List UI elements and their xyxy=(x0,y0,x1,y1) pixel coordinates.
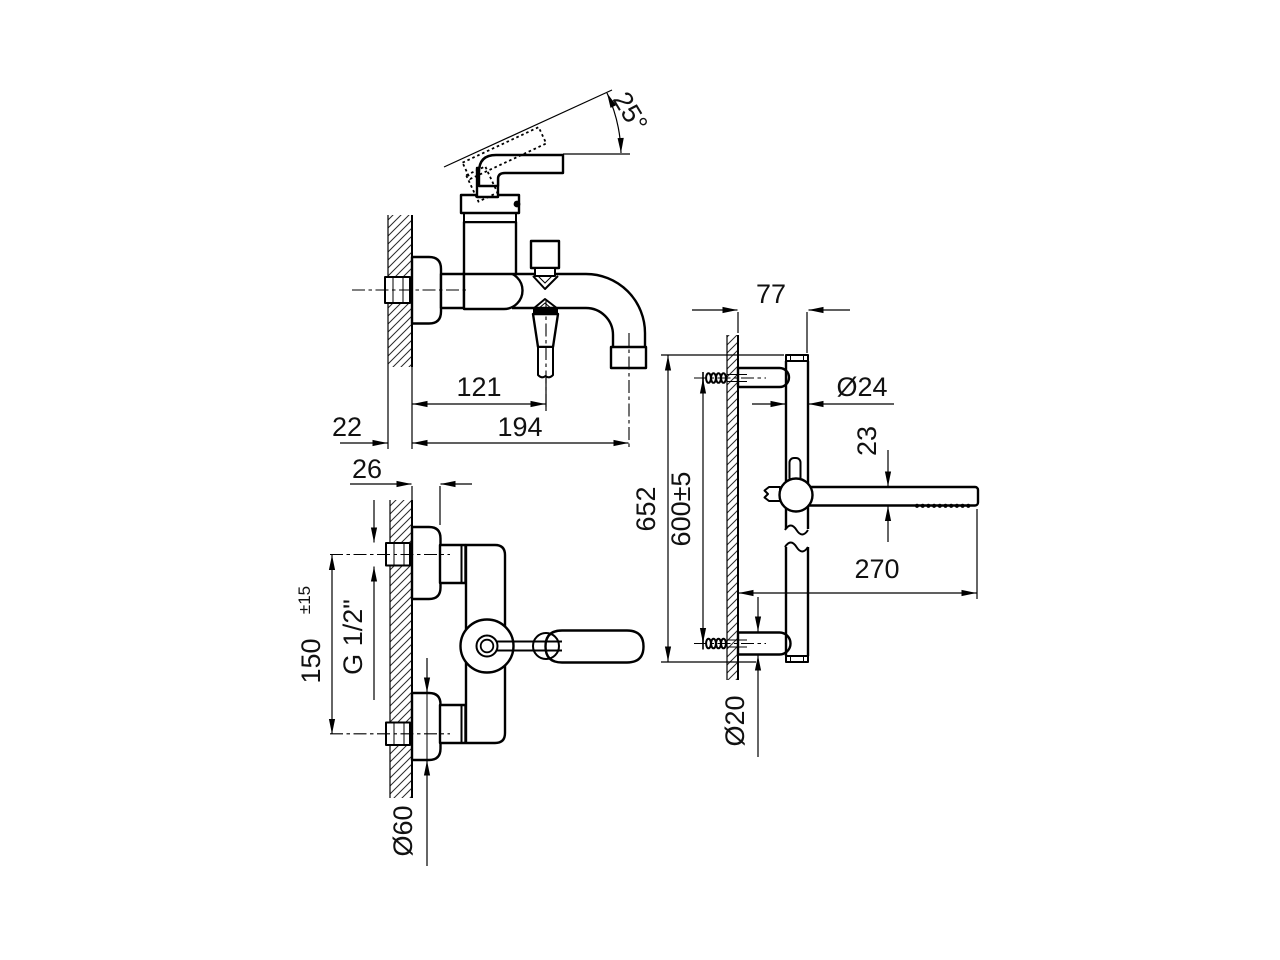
escutcheon-bottom xyxy=(410,691,442,762)
angle-line xyxy=(443,89,613,168)
angle-arc xyxy=(606,92,624,154)
dim-inlet-centers: 150 xyxy=(296,638,326,683)
wall-screw-bottom xyxy=(694,637,766,650)
handshower-body xyxy=(798,485,980,507)
diverter-knob xyxy=(529,239,561,270)
dim-flange-diameter: Ø60 xyxy=(388,805,418,856)
dim-bracket-projection: 77 xyxy=(756,279,786,309)
dim-handshower-diameter: 23 xyxy=(852,426,882,456)
slide-rail xyxy=(784,354,810,663)
dim-body-offset: 26 xyxy=(352,454,382,484)
rail-break-lower xyxy=(784,541,809,553)
diverter-cone-lower xyxy=(532,298,559,310)
dim-inlet-centers-tolerance: ±15 xyxy=(295,586,314,614)
limiter-button xyxy=(513,200,521,208)
dim-fixing-centers: 600±5 xyxy=(666,472,696,547)
handle-raised-phantom xyxy=(461,125,548,203)
dim-bar-diameter: Ø24 xyxy=(836,372,887,402)
cartridge-ring xyxy=(475,634,499,658)
handshower-spray-holes xyxy=(914,503,971,508)
diverter-cone-lower-inner xyxy=(537,302,553,310)
escutcheon-top xyxy=(410,525,442,601)
dim-bracket-diameter: Ø20 xyxy=(720,695,750,746)
dim-wall-thickness: 22 xyxy=(332,412,362,442)
front-view-bath-mixer: 26 150 ±15 G 1/2" Ø60 xyxy=(295,454,645,866)
wall-hatch xyxy=(727,335,738,680)
bracket-arm-top xyxy=(736,366,791,389)
wall-screw-top xyxy=(694,372,766,384)
handle-lever xyxy=(477,153,565,188)
slider-clamp xyxy=(763,486,781,502)
rail-break-upper xyxy=(784,524,809,536)
handle-grip-front xyxy=(544,629,645,664)
spout-outer-curve xyxy=(585,272,647,347)
valve-body xyxy=(462,270,524,311)
column-ring xyxy=(463,212,517,223)
dim-handle-angle: 25° xyxy=(607,87,654,137)
dim-handshower-length: 270 xyxy=(854,554,899,584)
bracket-arm-bottom xyxy=(736,631,792,656)
dim-spout-projection: 194 xyxy=(497,412,542,442)
dim-bar-length: 652 xyxy=(631,486,661,531)
side-view-bath-mixer: 25° 121 194 22 xyxy=(332,87,654,450)
handle-hub xyxy=(532,632,560,660)
rail-top-cap xyxy=(785,354,809,362)
cartridge-screw xyxy=(479,638,495,654)
dim-inlet-thread: G 1/2" xyxy=(338,599,368,675)
wall-connector xyxy=(439,272,466,310)
slide-bar-view: 77 Ø24 23 270 652 600±5 Ø20 xyxy=(631,279,980,757)
spout-inner-curve xyxy=(585,306,615,347)
diverter-neck xyxy=(534,267,556,277)
rail-bottom-cap xyxy=(785,655,809,663)
diverter-cone-upper xyxy=(532,275,559,290)
slider-hub xyxy=(778,477,814,513)
mixer-column xyxy=(462,220,518,276)
diverter-cone-upper-inner xyxy=(537,275,553,284)
dim-handshower-projection: 121 xyxy=(456,372,501,402)
